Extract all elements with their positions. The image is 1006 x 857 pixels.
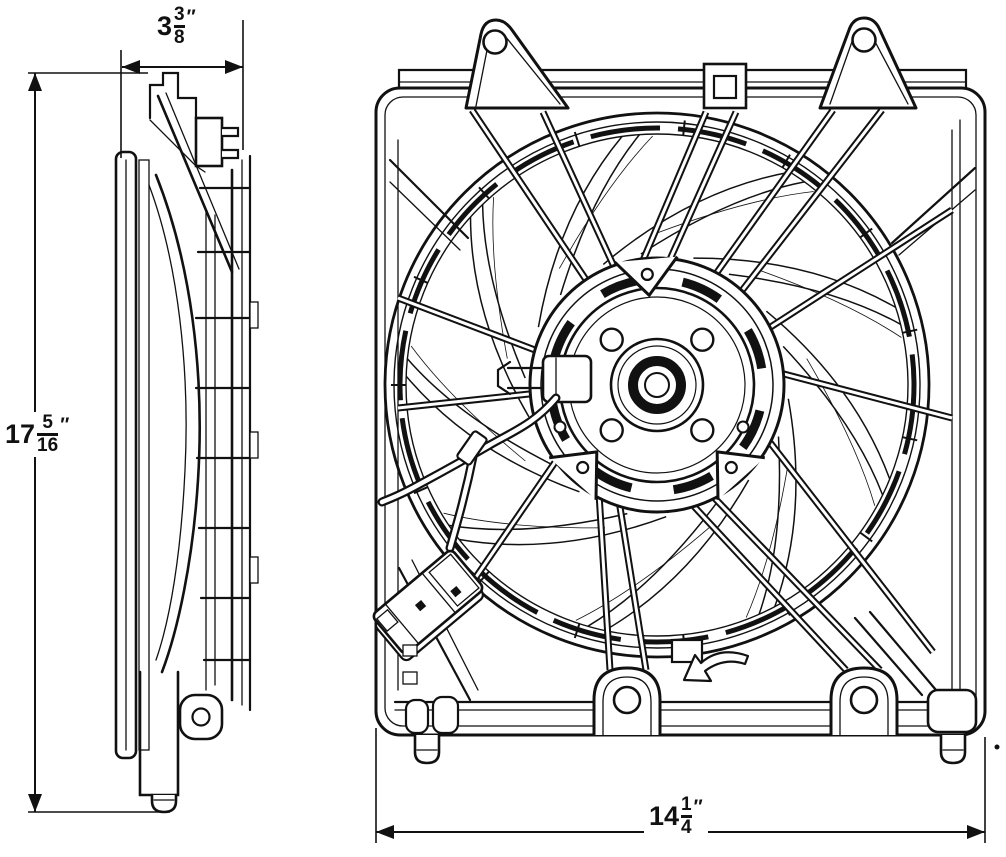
shroud-strut-core (769, 208, 953, 329)
fan-blade-edge (406, 358, 552, 466)
ring-tick (859, 531, 873, 543)
depth-fraction: 3 8 (174, 4, 185, 49)
shroud-strut-core (642, 111, 708, 260)
height-whole: 17 (5, 419, 36, 450)
width-fraction: 1 4 (681, 794, 692, 839)
shroud-strut-core (769, 441, 935, 653)
side-foot-peg (150, 793, 178, 814)
bottom-bracket-left-hole (612, 685, 642, 715)
shroud-strut-core (541, 111, 615, 267)
side-top-clip (194, 116, 224, 168)
fan-blade-edge (481, 204, 526, 379)
fan-blade-edge (774, 398, 797, 607)
side-mount-hole (191, 707, 211, 727)
shroud-strut-core (715, 109, 835, 274)
height-unit: ″ (60, 415, 70, 437)
fan-blade-edge (640, 181, 805, 255)
motor-small-hole (736, 420, 750, 434)
mount-ring-segment (672, 471, 714, 495)
right-ear-hole (851, 27, 877, 53)
shroud-strut-core (783, 372, 953, 420)
dimension-height-label: 17 5 16 ″ (0, 412, 75, 458)
width-whole: 14 (649, 801, 680, 832)
fan-blade-edge (693, 257, 897, 309)
shroud-strut-core (397, 392, 531, 410)
ring-tick (478, 186, 490, 200)
depth-unit: ″ (186, 7, 196, 29)
shroud-strut-core (397, 296, 536, 352)
shroud-strut-core (740, 109, 884, 292)
right-mount-ear (818, 16, 918, 110)
fan-blade-detail (558, 135, 653, 269)
mount-tab-hole (724, 460, 738, 475)
shroud-strut-core (693, 505, 848, 672)
ring-tick (573, 623, 581, 639)
fan-blade-detail (754, 268, 902, 338)
shroud-top-lip (397, 68, 968, 90)
fan-blade-detail (656, 191, 814, 234)
fan-shroud-ring-outer (383, 111, 931, 659)
motor-connector-stub (541, 354, 593, 404)
shaft-ring-outer (609, 337, 705, 433)
front-view-details (372, 354, 1000, 765)
depth-whole: 3 (157, 11, 173, 42)
fan-blade-edge (604, 479, 750, 632)
motor-bolt-hole (599, 418, 624, 443)
shroud-strut-core (668, 111, 738, 260)
height-fraction: 5 16 (37, 412, 59, 457)
width-unit: ″ (693, 797, 703, 819)
motor-small-hole (553, 420, 567, 434)
dimension-depth-label: 3 3 8 ″ (152, 4, 201, 60)
wire-clip (456, 430, 488, 466)
stray-dot (994, 744, 1000, 750)
shroud-strut-core (713, 497, 882, 672)
fan-and-motor (383, 107, 954, 673)
rotation-direction-arrow-icon (682, 651, 750, 683)
motor-bolt-hole (690, 327, 715, 352)
ring-tick (413, 275, 429, 284)
dimension-width-label: 14 1 4 ″ (644, 794, 708, 840)
fan-blade-detail (745, 460, 789, 618)
left-ear-hole (482, 29, 508, 55)
side-blade-profile (154, 173, 201, 674)
shroud-strut-core (470, 109, 588, 281)
side-top-bracket (148, 71, 198, 120)
shaft-collar (628, 356, 686, 414)
fan-blade-edge (559, 134, 641, 296)
shaft-ring (617, 345, 697, 425)
ring-tick (573, 131, 581, 147)
ring-tick (902, 436, 918, 442)
mount-ring-segment (739, 409, 765, 450)
fan-blade-detail (806, 358, 876, 506)
motor-bolt-hole (690, 418, 715, 443)
mount-ring-segment (681, 277, 722, 303)
side-view-drawing (114, 71, 259, 814)
shroud-strut-core (618, 506, 648, 671)
left-foot-peg (413, 733, 441, 765)
bottom-bracket-right-hole (849, 685, 879, 715)
fan-blade-detail (575, 527, 710, 621)
fan-blade-edge (758, 436, 781, 615)
fan-blade-edge (459, 515, 667, 546)
motor-bolt-hole (599, 327, 624, 352)
mount-tab-hole (576, 460, 590, 475)
shroud-strut-core (597, 498, 612, 671)
right-foot-peg (939, 733, 967, 765)
ring-tick (781, 154, 791, 169)
fan-blade-edge (537, 135, 623, 328)
ring-tick (682, 120, 686, 136)
ring-tick (478, 570, 490, 584)
fan-blade-edge (782, 345, 884, 496)
shaft-hole (644, 372, 670, 398)
mount-tab-hole (640, 267, 654, 281)
mount-ring-segment (743, 328, 767, 370)
ring-tick (859, 227, 873, 239)
ring-tick (413, 486, 429, 495)
connector-prongs (496, 360, 512, 396)
ring-tick (902, 328, 918, 334)
harness-plug-connector (372, 549, 484, 662)
